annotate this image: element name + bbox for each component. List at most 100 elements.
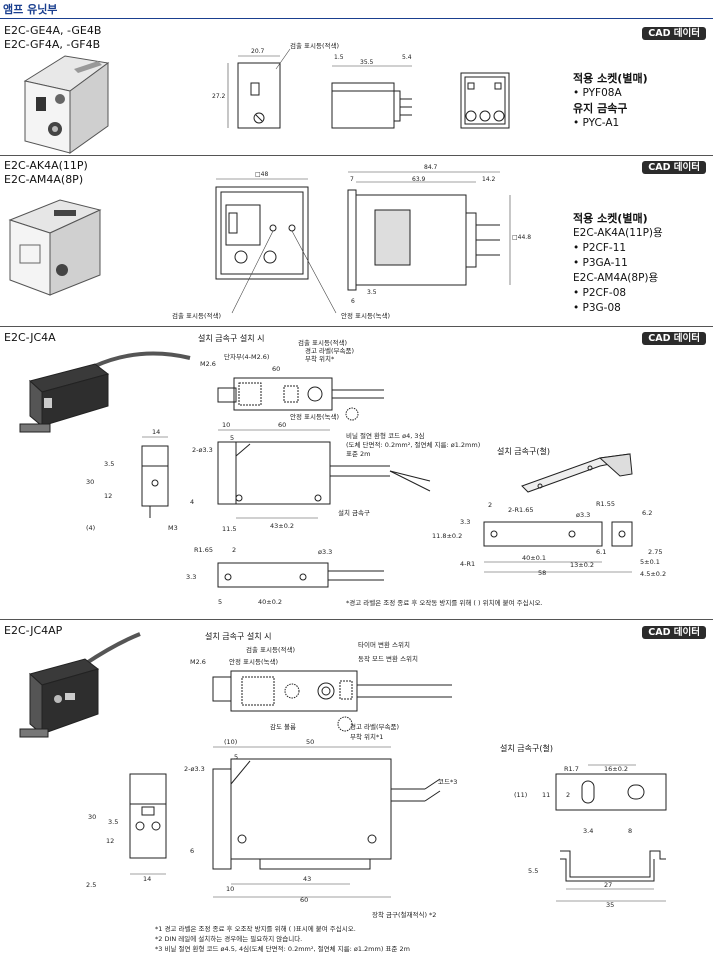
socket-item: • P3GA-11 <box>573 257 628 269</box>
dim-11-8: 11.8±0.2 <box>432 532 462 540</box>
header-rule <box>0 18 713 19</box>
callout-bracket: 설치 금속구 <box>338 508 370 517</box>
side-view-jc4ap <box>129 773 167 875</box>
callout-mode-switch: 동작 모드 변환 스위치 <box>358 654 418 663</box>
dim-40-b: 40±0.1 <box>522 554 546 562</box>
side-view-jc4a <box>141 436 169 518</box>
dim-2-d: 2 <box>566 791 570 799</box>
callout-stable-led-4: 안정 표시등(녹색) <box>229 657 278 666</box>
dim-3-5-side: 3.5 <box>104 460 114 468</box>
dim-43: 43±0.2 <box>270 522 294 530</box>
dim-3-3-b: 3.3 <box>460 518 470 526</box>
section-divider <box>0 326 713 327</box>
bracket-profile-jc4ap <box>556 850 666 902</box>
dim-2-d3-3-b: 2-ø3.3 <box>184 765 205 773</box>
callout-detect-led-2: 검출 표시등(적색) <box>172 311 221 320</box>
dim-7: 7 <box>350 176 354 183</box>
dim-2-d3-3: 2-ø3.3 <box>192 446 213 454</box>
dim-11: 11 <box>542 791 550 799</box>
mount-title-jc4a: 설치 금속구 설치 시 <box>198 333 265 343</box>
bracket-iso-jc4a <box>521 453 633 493</box>
product-photo-ge4a <box>23 55 110 154</box>
socket-item: • P2CF-08 <box>573 287 627 299</box>
bracket-top-jc4ap <box>555 764 667 811</box>
dim-6-2: 6.2 <box>642 509 652 517</box>
section-jc4ap: E2C-JC4AP CAD 데이터 설치 금속구 설치 시 M2.6 검출 표시… <box>0 619 713 955</box>
product-photo-jc4ap <box>19 632 141 738</box>
dim-12: 12 <box>104 492 112 500</box>
section-ak4a: E2C-AK4A(11P) E2C-AM4A(8P) CAD 데이터 □48 검… <box>0 155 713 325</box>
dim-5-b: 5 <box>218 598 222 606</box>
dim-2-5: 2.5 <box>86 881 96 889</box>
dim-6: 6 <box>190 847 194 855</box>
dim-square-48: □48 <box>255 171 268 178</box>
callout-cable: 비닐 절연 환형 코드 ø4, 3심 <box>346 431 424 440</box>
side-view-ge4a <box>331 65 412 129</box>
callout-sensitivity: 감도 볼륨 <box>270 722 296 731</box>
dim-2-75: 2.75 <box>648 548 662 556</box>
dim-4-5: 4.5±0.2 <box>640 570 666 578</box>
socket-view-ge4a <box>460 72 510 129</box>
dim-2-b: 2 <box>232 546 236 554</box>
dim-14-2: 14.2 <box>482 176 496 183</box>
section-divider <box>0 155 713 156</box>
footnote-1: *1 경고 라벨은 조정 종료 후 오조작 방지를 위해 ( )표시에 붙여 주… <box>155 924 356 933</box>
dim-3-5-b: 3.5 <box>108 818 118 826</box>
dim-60-front: 60 <box>278 421 286 429</box>
dim-2-r1-65: 2-R1.65 <box>508 506 533 514</box>
model-name-2a: E2C-AK4A(11P) <box>4 159 88 172</box>
bottom-view-jc4a <box>217 562 384 588</box>
section-1-drawings: 20.7 27.2 검출 표시등(적색) 1.5 35.5 5.4 <box>23 41 510 154</box>
dim-d3-3: ø3.3 <box>318 548 332 556</box>
dim-6-1: 6.1 <box>596 548 606 556</box>
dim-14: 14 <box>152 428 160 436</box>
socket-heading: 적용 소켓(별매) <box>573 72 648 85</box>
dim-35: 35 <box>606 901 614 909</box>
dim-10: 10 <box>222 421 230 429</box>
dim-30: 30 <box>86 478 94 486</box>
cad-data-button[interactable]: CAD 데이터 <box>642 161 706 174</box>
mount-top-view-jc4ap <box>212 670 452 732</box>
dim-11-paren: (11) <box>514 791 527 799</box>
cad-data-button[interactable]: CAD 데이터 <box>642 332 706 345</box>
dim-6: 6 <box>351 298 355 305</box>
bracket-title-jc4ap: 설치 금속구(철) <box>500 743 553 753</box>
dim-12-b: 12 <box>106 837 114 845</box>
model-name-1b: E2C-GF4A, -GF4B <box>4 38 101 51</box>
section-ge4a: E2C-GE4A, -GE4B E2C-GF4A, -GF4B CAD 데이터 … <box>0 21 713 154</box>
dim-square-44-8: □44.8 <box>512 234 531 241</box>
cad-data-button[interactable]: CAD 데이터 <box>642 27 706 40</box>
model-name-2b: E2C-AM4A(8P) <box>4 173 84 186</box>
dim-60-top: 60 <box>272 365 280 373</box>
dim-30-b: 30 <box>88 813 96 821</box>
dim-5-5: 5.5 <box>528 867 538 875</box>
dim-m3: M3 <box>168 524 178 532</box>
callout-detect-led: 검출 표시등(적색) <box>290 41 339 50</box>
bracket-drawing-jc4a <box>483 521 633 573</box>
socket-item: • P2CF-11 <box>573 242 627 254</box>
dim-35-5: 35.5 <box>360 59 374 66</box>
callout-cable-len: 표준 2m <box>346 450 371 458</box>
dim-10: 10 <box>226 885 234 893</box>
section-2-drawings: □48 검출 표시등(적색) 안정 표시등(녹색) 84.7 7 63.9 14… <box>8 164 531 320</box>
cad-data-button[interactable]: CAD 데이터 <box>642 626 706 639</box>
socket-item: • PYF08A <box>573 87 622 99</box>
dim-r1-55: R1.55 <box>596 500 615 508</box>
callout-din-bracket: 장착 금구(철재적식) *2 <box>372 910 436 919</box>
holder-item: • PYC-A1 <box>573 117 620 129</box>
dim-16: 16±0.2 <box>604 765 628 773</box>
dim-r1-65: R1.65 <box>194 546 213 554</box>
dim-60-b: 60 <box>300 896 308 904</box>
callout-attach-pos-4: 부착 위치*1 <box>350 732 383 741</box>
socket-item: E2C-AM4A(8P)용 <box>573 272 659 284</box>
section-jc4a: E2C-JC4A CAD 데이터 설치 금속구 설치 시 M2.6 단자부(4-… <box>0 326 713 618</box>
front-view-jc4a <box>217 429 431 519</box>
callout-timer-switch: 타이머 변환 스위치 <box>358 640 410 649</box>
socket-info-ak4a: 적용 소켓(별매) E2C-AK4A(11P)용 • P2CF-11 • P3G… <box>573 211 663 316</box>
socket-info-ge4a: 적용 소켓(별매) • PYF08A 유지 금속구 • PYC-A1 <box>573 71 648 131</box>
side-view-ak4a <box>347 171 511 291</box>
dim-3-3: 3.3 <box>186 573 196 581</box>
callout-attach-pos-3: 부착 위치* <box>305 354 335 363</box>
dim-63-9: 63.9 <box>412 176 426 183</box>
section-divider <box>0 619 713 620</box>
